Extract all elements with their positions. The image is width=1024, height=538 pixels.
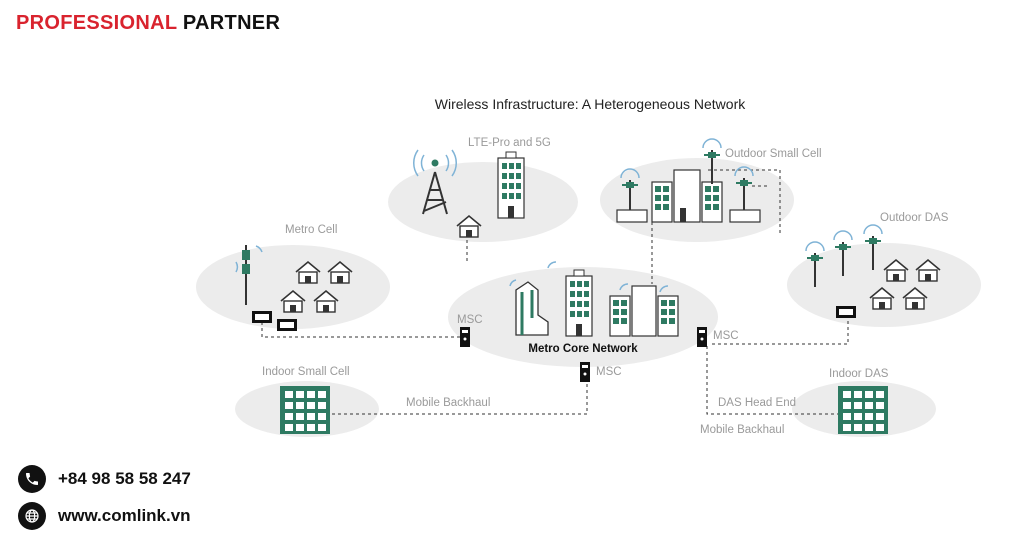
contact-phone-row: +84 98 58 58 247	[18, 465, 191, 493]
metro-cell-antenna-icon	[235, 245, 263, 305]
label-mobile-backhaul-right: Mobile Backhaul	[700, 424, 784, 436]
label-msc-left: MSC	[457, 314, 483, 326]
das-radio-unit-icon	[836, 306, 856, 318]
label-mobile-backhaul-left: Mobile Backhaul	[406, 397, 490, 409]
brand-logo: PROFESSIONAL PARTNER	[16, 12, 280, 35]
label-metro-cell: Metro Cell	[285, 224, 337, 236]
label-msc-bottom: MSC	[596, 366, 622, 378]
label-msc-right: MSC	[713, 330, 739, 342]
label-outdoor-small-cell: Outdoor Small Cell	[725, 148, 822, 160]
metro-radio-unit-icon	[252, 311, 272, 323]
label-indoor-das: Indoor DAS	[829, 368, 889, 380]
outdoor-small-cell-cluster	[616, 138, 761, 223]
label-lte-pro-5g: LTE-Pro and 5G	[468, 137, 551, 149]
label-metro-core-network: Metro Core Network	[528, 343, 638, 355]
globe-icon	[18, 502, 46, 530]
label-indoor-small-cell: Indoor Small Cell	[262, 366, 350, 378]
website-link[interactable]: www.comlink.vn	[58, 506, 191, 525]
lte-building-icon	[497, 151, 525, 219]
label-das-head-end: DAS Head End	[718, 397, 796, 409]
msc-left-icon	[460, 327, 470, 347]
diagram-title: Wireless Infrastructure: A Heterogeneous…	[435, 96, 746, 112]
msc-bottom-icon	[580, 362, 590, 382]
msc-right-icon	[697, 327, 707, 347]
phone-icon	[18, 465, 46, 493]
brand-part-1: PROFESSIONAL	[16, 12, 178, 34]
brand-part-2: PARTNER	[182, 12, 281, 34]
indoor-das-building-icon	[838, 386, 888, 434]
metro-radio-unit-icon	[277, 319, 297, 331]
metro-core-buildings	[509, 261, 679, 337]
indoor-small-cell-building-icon	[280, 386, 330, 434]
cell-tower-icon	[413, 149, 457, 215]
label-outdoor-das: Outdoor DAS	[880, 212, 949, 224]
contact-web-row: www.comlink.vn	[18, 502, 191, 530]
phone-number[interactable]: +84 98 58 58 247	[58, 469, 191, 488]
